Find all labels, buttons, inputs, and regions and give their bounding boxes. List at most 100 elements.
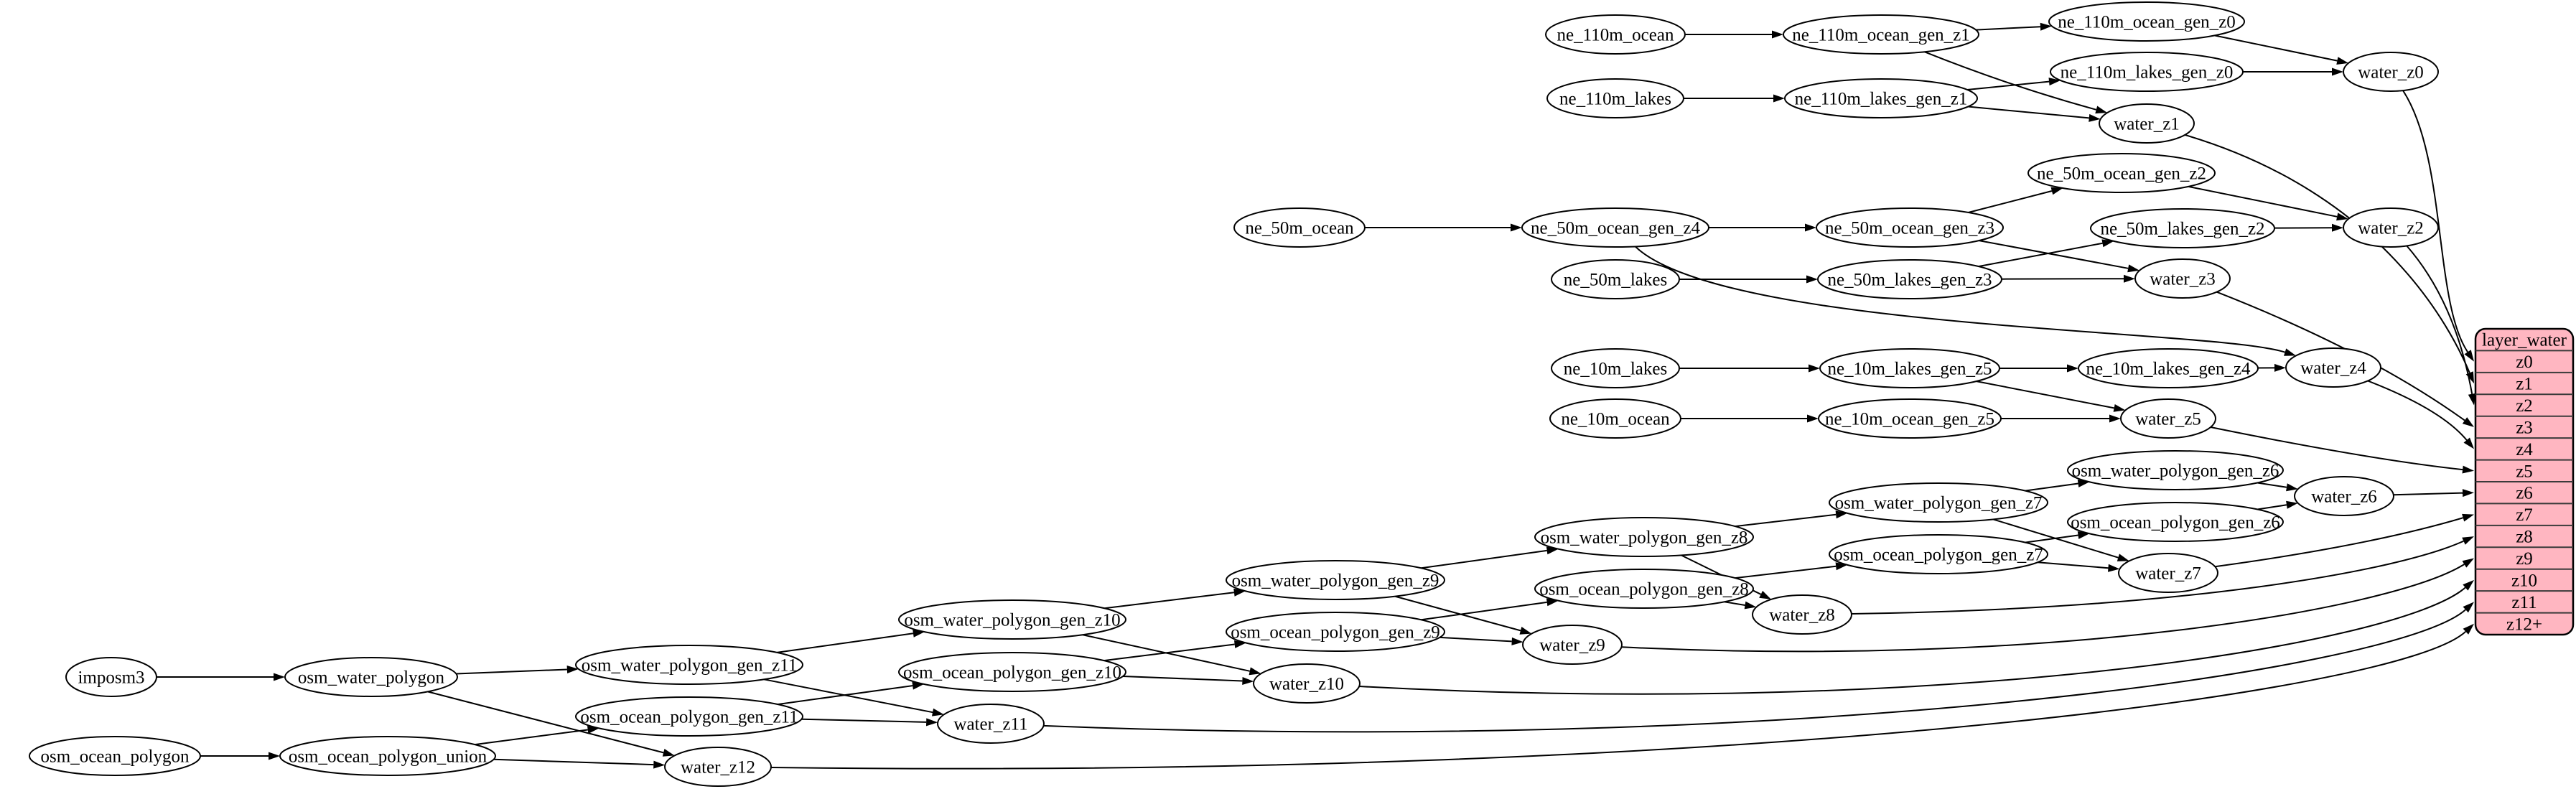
node-ellipse [2343, 52, 2439, 92]
node-ellipse [29, 736, 201, 776]
arrowhead-icon [2336, 213, 2348, 221]
graph-node-osm_water_polygon_gen_z10: osm_water_polygon_gen_z10 [898, 599, 1126, 640]
graph-node-ne_10m_ocean_gen_z5: ne_10m_ocean_gen_z5 [1818, 398, 2002, 439]
graph-node-ne_50m_lakes_gen_z3: ne_50m_lakes_gen_z3 [1817, 259, 2002, 299]
node-label: ne_50m_ocean_gen_z3 [1825, 219, 1994, 238]
node-ellipse [1816, 207, 2004, 248]
arrowhead-icon [274, 673, 285, 681]
graph-node-ne_50m_ocean_gen_z4: ne_50m_ocean_gen_z4 [1521, 207, 1709, 248]
node-ellipse [1752, 594, 1852, 635]
edge-osm_water_polygon_gen_z9-to-osm_water_polygon_gen_z8 [1421, 549, 1547, 569]
graph-node-water_z8: water_z8 [1752, 594, 1852, 635]
arrowhead-icon [2463, 579, 2474, 591]
node-label: osm_water_polygon_gen_z11 [582, 656, 797, 676]
record-row-z4: z4 [2516, 440, 2533, 459]
node-ellipse [1829, 482, 2048, 523]
edge-osm_ocean_polygon_gen_z9-to-water_z9 [1439, 636, 1512, 643]
edge-osm_ocean_polygon_union-to-water_z12 [493, 758, 654, 766]
node-label: ne_50m_ocean_gen_z2 [2037, 164, 2206, 184]
arrowhead-icon [1511, 637, 1523, 645]
node-ellipse [1784, 78, 1978, 118]
edge-osm_water_polygon-to-water_z12 [427, 691, 664, 754]
node-ellipse [1534, 517, 1754, 557]
node-ellipse [2050, 52, 2244, 92]
graph-node-ne_110m_lakes: ne_110m_lakes [1546, 78, 1684, 118]
node-label: water_z8 [1769, 606, 1835, 625]
arrowhead-icon [2462, 489, 2474, 498]
node-label: ne_10m_lakes_gen_z5 [1827, 360, 1992, 379]
edge-osm_ocean_polygon_gen_z10-to-osm_ocean_polygon_gen_z9 [1103, 643, 1235, 662]
edge-osm_ocean_polygon_gen_z7-to-osm_ocean_polygon_gen_z6 [2025, 534, 2078, 543]
edge-osm_water_polygon_gen_z10-to-osm_water_polygon_gen_z9 [1104, 592, 1235, 610]
arrowhead-icon [932, 708, 944, 716]
edge-osm_water_polygon_gen_z11-to-water_z11 [763, 678, 933, 714]
arrowhead-icon [2108, 564, 2120, 572]
node-ellipse [1546, 78, 1684, 118]
edges-layer [157, 22, 2476, 770]
edge-osm_ocean_polygon_gen_z9-to-osm_ocean_polygon_gen_z8 [1421, 601, 1547, 621]
node-ellipse [1522, 625, 1623, 665]
node-ellipse [2027, 153, 2216, 193]
graph-node-ne_50m_ocean: ne_50m_ocean [1233, 207, 1366, 248]
node-label: water_z11 [953, 715, 1027, 734]
edge-osm_ocean_polygon_gen_z11-to-water_z11 [801, 718, 927, 723]
record-row-z7: z7 [2516, 505, 2533, 525]
node-ellipse [1551, 259, 1680, 299]
arrowhead-icon [2286, 500, 2298, 509]
arrowhead-icon [1242, 677, 1254, 685]
edge-ne_50m_lakes_gen_z3-to-ne_50m_lakes_gen_z2 [1978, 242, 2103, 268]
graph-node-ne_50m_lakes: ne_50m_lakes [1551, 259, 1680, 299]
node-label: ne_110m_ocean_gen_z1 [1792, 26, 1970, 45]
arrowhead-icon [1759, 590, 1771, 599]
node-label: ne_110m_ocean_gen_z0 [2058, 13, 2236, 32]
arrowhead-icon [2464, 350, 2474, 362]
graph-node-water_z12: water_z12 [664, 747, 772, 787]
graph-node-ne_50m_ocean_gen_z3: ne_50m_ocean_gen_z3 [1816, 207, 2004, 248]
arrowhead-icon [2462, 513, 2474, 522]
graph-node-osm_ocean_polygon_gen_z7: osm_ocean_polygon_gen_z7 [1829, 534, 2048, 574]
node-ellipse [2067, 502, 2284, 542]
node-label: osm_ocean_polygon_gen_z9 [1231, 623, 1440, 643]
edge-ne_110m_lakes_gen_z1-to-ne_110m_lakes_gen_z0 [1966, 80, 2050, 90]
edge-osm_ocean_polygon_gen_z8-to-osm_ocean_polygon_gen_z7 [1735, 565, 1837, 579]
graph-node-water_z0: water_z0 [2343, 52, 2439, 92]
graph-node-osm_ocean_polygon_gen_z8: osm_ocean_polygon_gen_z8 [1534, 569, 1754, 609]
record-row-z5: z5 [2516, 462, 2533, 481]
edge-osm_ocean_polygon_gen_z11-to-osm_ocean_polygon_gen_z10 [777, 685, 913, 706]
node-label: ne_50m_lakes [1564, 271, 1667, 290]
graph-node-ne_10m_lakes_gen_z5: ne_10m_lakes_gen_z5 [1819, 348, 2000, 388]
graph-node-ne_110m_ocean: ne_110m_ocean [1545, 14, 1686, 55]
arrowhead-icon [2463, 602, 2474, 613]
arrowhead-icon [1807, 414, 1819, 423]
graph-node-ne_110m_ocean_gen_z0: ne_110m_ocean_gen_z0 [2048, 1, 2245, 42]
node-label: osm_ocean_polygon [41, 747, 190, 767]
record-row-z9: z9 [2516, 549, 2533, 569]
edge-ne_50m_ocean_gen_z2-to-water_z2 [2188, 185, 2338, 218]
node-label: imposm3 [78, 668, 144, 688]
record-row-z10: z10 [2511, 571, 2537, 590]
edge-osm_water_polygon-to-osm_water_polygon_gen_z11 [456, 668, 567, 675]
arrowhead-icon [1249, 667, 1261, 676]
record-layer-water: layer_waterz0z1z2z3z4z5z6z7z8z9z10z11z12… [2474, 327, 2575, 636]
graph-node-ne_110m_lakes_gen_z1: ne_110m_lakes_gen_z1 [1784, 78, 1978, 118]
graph-node-osm_ocean_polygon_gen_z10: osm_ocean_polygon_gen_z10 [898, 652, 1126, 692]
node-ellipse [898, 599, 1126, 640]
node-label: ne_110m_lakes_gen_z1 [1795, 90, 1968, 109]
node-label: ne_110m_lakes [1559, 90, 1671, 109]
node-label: water_z0 [2358, 63, 2424, 83]
graph-node-osm_water_polygon_gen_z11: osm_water_polygon_gen_z11 [575, 645, 803, 685]
record-row-z2: z2 [2516, 396, 2533, 416]
arrowhead-icon [926, 718, 938, 727]
node-ellipse [1226, 612, 1445, 652]
node-label: ne_10m_lakes_gen_z4 [2086, 360, 2251, 379]
graph-node-ne_10m_ocean: ne_10m_ocean [1549, 398, 1681, 439]
node-label: osm_water_polygon_gen_z8 [1541, 528, 1748, 548]
arrowhead-icon [2284, 348, 2296, 356]
edge-ne_110m_ocean_gen_z1-to-water_z1 [1924, 51, 2096, 111]
arrowhead-icon [2040, 22, 2052, 31]
arrowhead-icon [1511, 223, 1522, 232]
arrowhead-icon [1773, 94, 1785, 103]
edge-ne_50m_ocean_gen_z3-to-ne_50m_ocean_gen_z2 [1968, 190, 2053, 213]
node-ellipse [575, 696, 803, 737]
